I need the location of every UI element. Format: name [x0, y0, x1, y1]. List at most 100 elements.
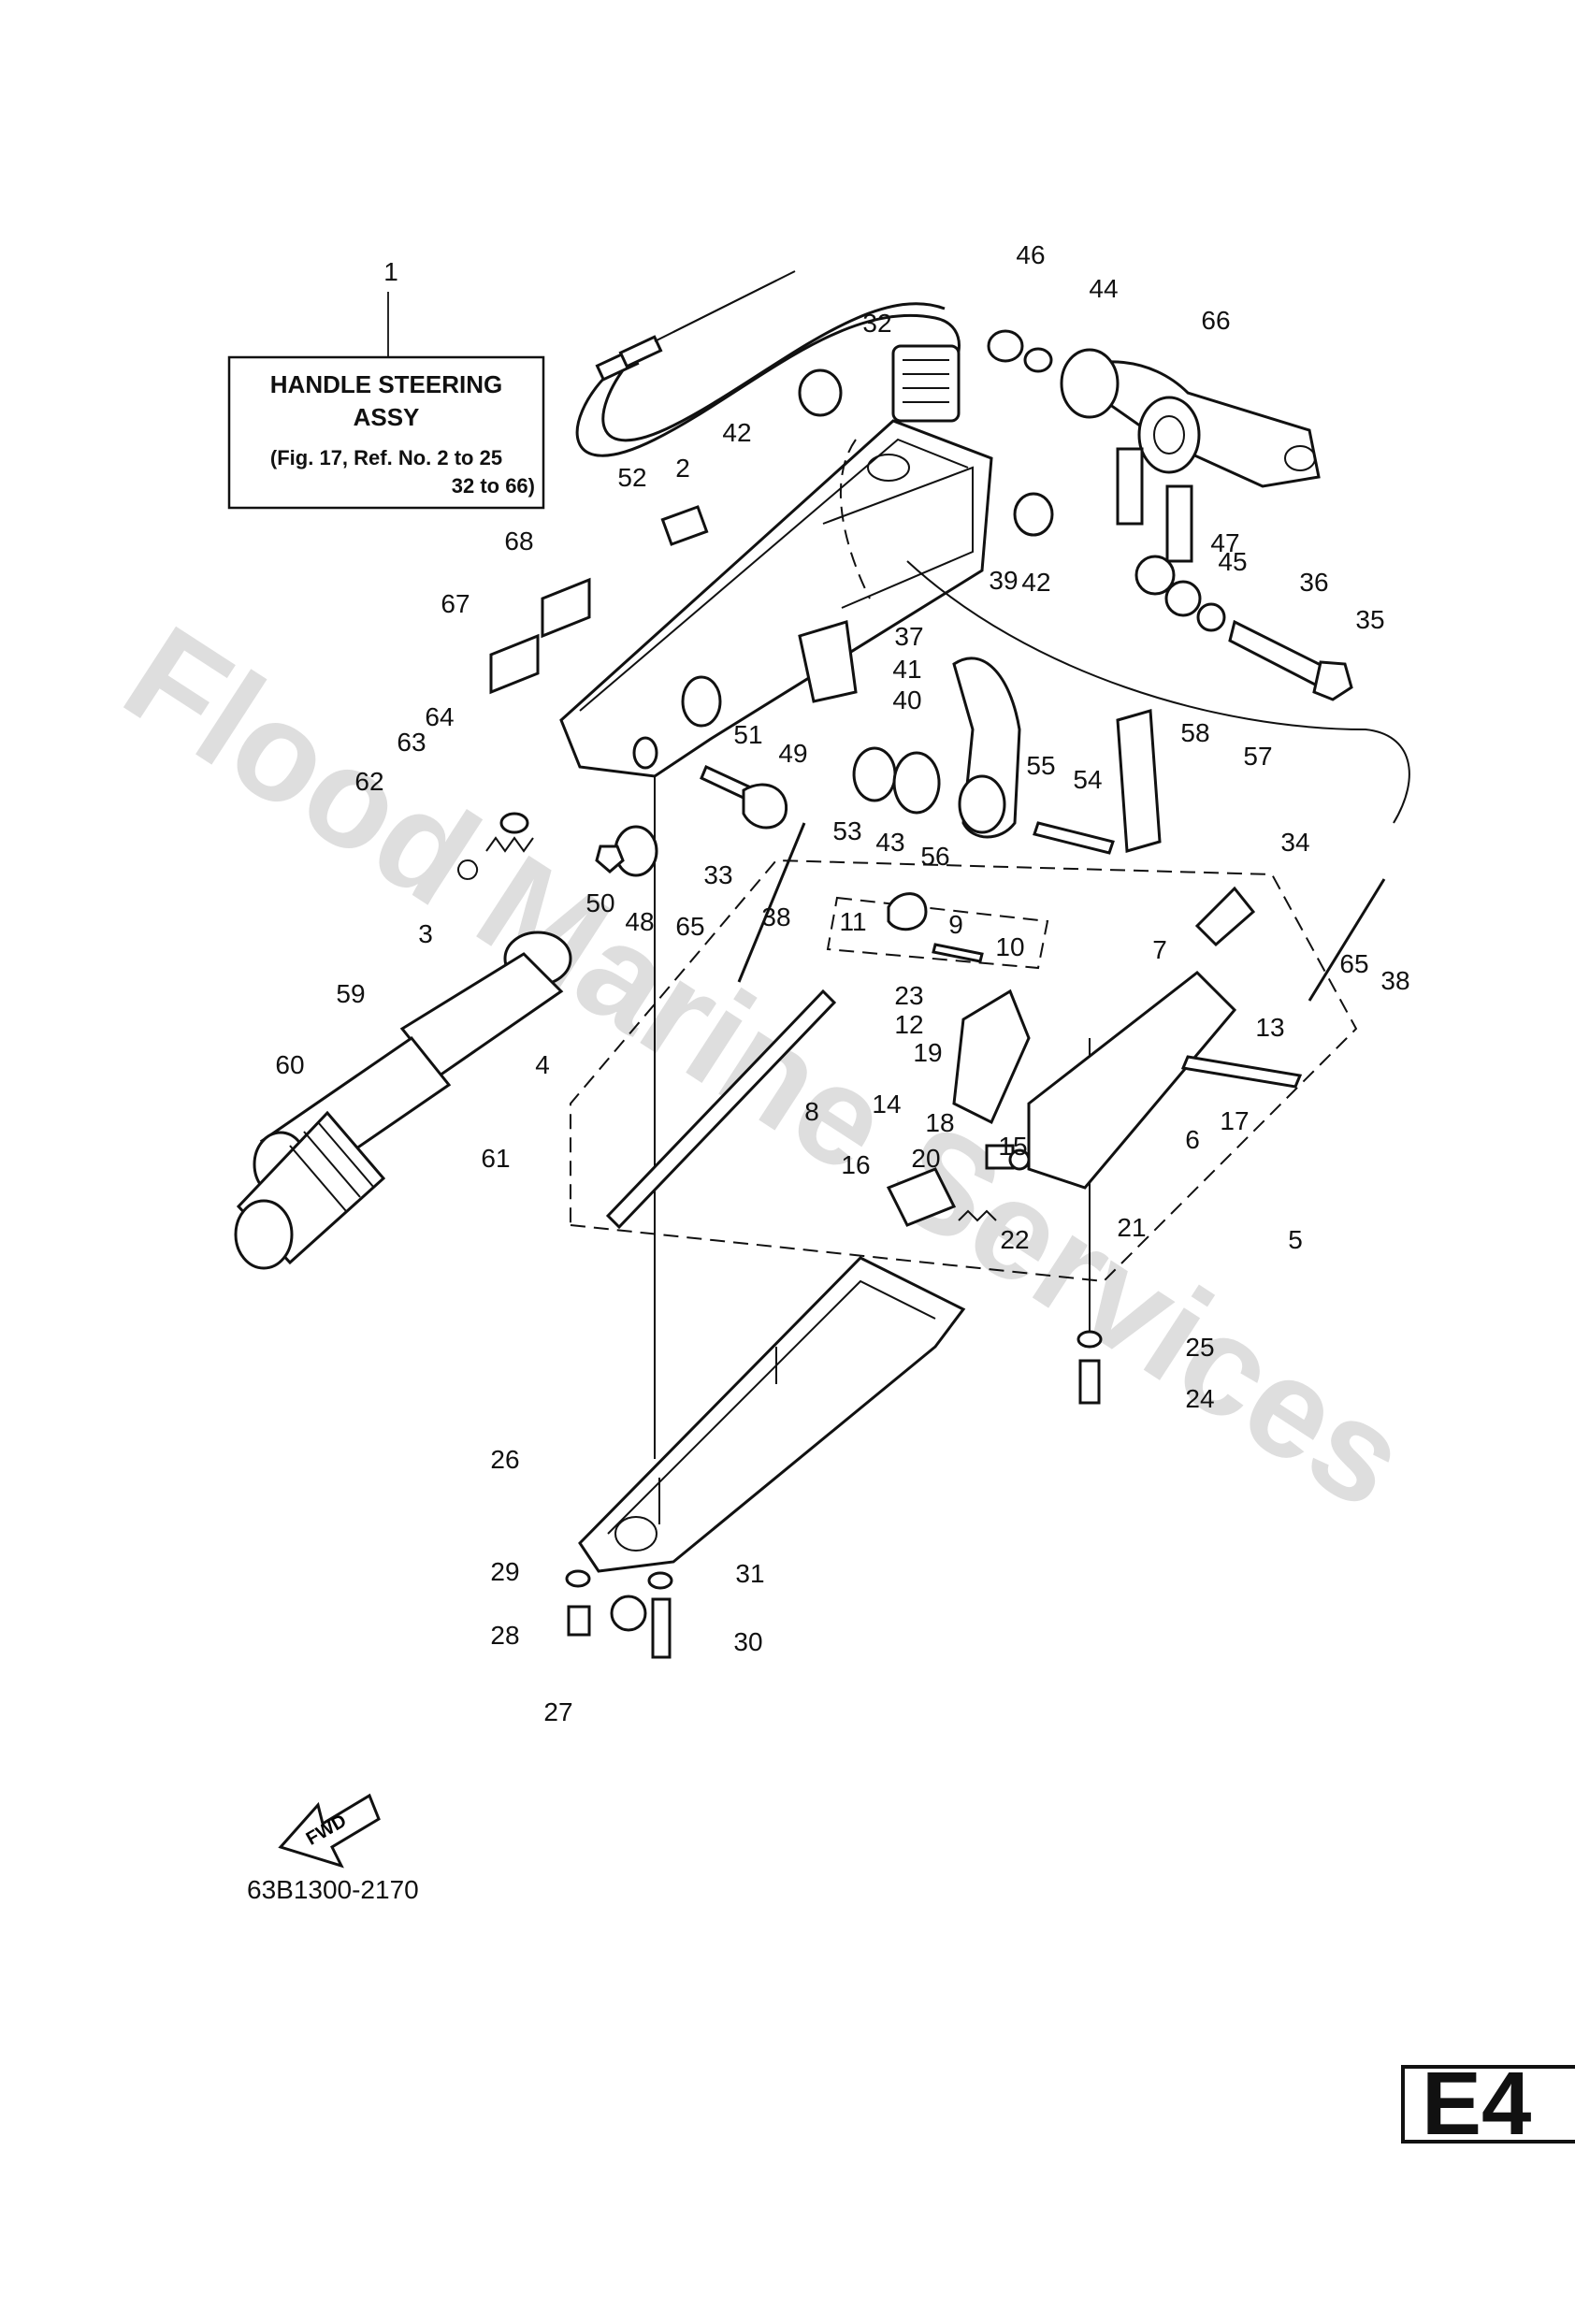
collar-49	[742, 783, 788, 830]
washer-53	[852, 746, 897, 802]
callout-51: 51	[733, 720, 762, 749]
cable-loop	[906, 560, 1410, 824]
washer-31	[647, 1571, 673, 1590]
callout-24: 24	[1185, 1384, 1214, 1413]
callout-22: 22	[1000, 1225, 1029, 1254]
shaft-8	[605, 989, 837, 1230]
callout-65: 65	[675, 912, 704, 941]
callout-43: 43	[875, 828, 904, 857]
callout-1: 1	[383, 257, 398, 286]
title-box: HANDLE STEERING ASSY (Fig. 17, Ref. No. …	[227, 292, 545, 510]
title-line-2: ASSY	[354, 403, 420, 431]
callout-34: 34	[1280, 828, 1309, 857]
callout-7: 7	[1152, 935, 1167, 964]
title-line-1: HANDLE STEERING	[270, 370, 502, 398]
callout-15: 15	[998, 1132, 1027, 1161]
callout-65: 65	[1339, 949, 1368, 978]
callout-57: 57	[1243, 742, 1272, 771]
subassembly-outline-9	[826, 896, 1049, 970]
callout-23: 23	[894, 981, 923, 1010]
bracket-48	[614, 825, 658, 877]
callout-12: 12	[894, 1010, 923, 1039]
callout-58: 58	[1180, 718, 1209, 747]
holder-20	[985, 1144, 1015, 1170]
block-16	[886, 1167, 957, 1227]
callout-14: 14	[872, 1090, 901, 1119]
callout-18: 18	[925, 1108, 954, 1137]
pin-17	[1180, 1055, 1303, 1089]
callout-29: 29	[490, 1557, 519, 1586]
callout-49: 49	[778, 739, 807, 768]
nut-50	[595, 844, 625, 873]
washer-43	[892, 751, 941, 815]
cable-34	[1308, 878, 1386, 1002]
washer-44	[1023, 347, 1053, 373]
label-68	[541, 577, 591, 639]
callout-11: 11	[839, 907, 866, 936]
fwd-arrow: FWD	[278, 1793, 381, 1869]
washer-29	[565, 1569, 591, 1588]
lever-14	[952, 989, 1031, 1125]
callout-53: 53	[832, 816, 861, 845]
bracket-66	[1063, 360, 1321, 563]
callout-55: 55	[1026, 751, 1055, 780]
callout-27: 27	[543, 1697, 572, 1726]
callout-21: 21	[1117, 1213, 1146, 1242]
drawing-code: 63B1300-2170	[247, 1875, 419, 1904]
callout-56: 56	[920, 842, 949, 871]
callout-52: 52	[617, 463, 646, 492]
callout-31: 31	[735, 1559, 764, 1588]
callout-25: 25	[1185, 1333, 1214, 1362]
callout-44: 44	[1089, 274, 1118, 303]
bolt-54	[1033, 821, 1115, 855]
callout-32: 32	[862, 309, 891, 338]
ring-64	[499, 812, 529, 834]
callout-30: 30	[733, 1627, 762, 1656]
callout-17: 17	[1220, 1106, 1249, 1135]
collar-42a	[798, 368, 843, 417]
screw-28	[567, 1605, 591, 1637]
callout-39: 39	[989, 566, 1018, 595]
callout-5: 5	[1288, 1225, 1303, 1254]
callout-20: 20	[911, 1144, 940, 1173]
throttle-grip	[234, 931, 572, 1270]
cover-plate-26	[578, 1256, 966, 1573]
spring-22	[958, 1209, 997, 1222]
page-tag-text: E4	[1422, 2054, 1531, 2154]
spring-63	[485, 836, 534, 853]
washer-25	[1076, 1330, 1103, 1349]
callout-61: 61	[481, 1144, 510, 1173]
callout-4: 4	[535, 1050, 550, 1079]
collar-42b	[1013, 492, 1054, 537]
callout-16: 16	[841, 1150, 870, 1179]
callout-41: 41	[892, 655, 921, 684]
callout-64: 64	[425, 702, 454, 731]
gear-9	[887, 892, 928, 931]
callout-35: 35	[1355, 605, 1384, 634]
bracket-6	[1027, 971, 1237, 1190]
callout-40: 40	[892, 686, 921, 715]
callout-8: 8	[804, 1097, 819, 1126]
callout-13: 13	[1255, 1013, 1284, 1042]
callout-10: 10	[995, 932, 1024, 961]
callout-42: 42	[722, 418, 751, 447]
label-67	[489, 633, 540, 695]
title-line-4: 32 to 66)	[452, 474, 535, 498]
callout-28: 28	[490, 1621, 519, 1650]
pin-10	[932, 943, 984, 963]
bushing-44	[1060, 348, 1120, 419]
nut-27	[610, 1595, 647, 1632]
bolt-24	[1078, 1359, 1101, 1405]
control-cables	[575, 270, 961, 457]
callout-9: 9	[948, 910, 963, 939]
callout-38: 38	[1380, 966, 1409, 995]
callout-68: 68	[504, 527, 533, 556]
bracket-7	[1194, 886, 1256, 947]
subassembly-outline-5	[570, 859, 1358, 1283]
shift-lever-56	[952, 657, 1021, 839]
callout-54: 54	[1073, 765, 1102, 794]
callout-48: 48	[625, 907, 654, 936]
plate-58	[1116, 709, 1162, 853]
